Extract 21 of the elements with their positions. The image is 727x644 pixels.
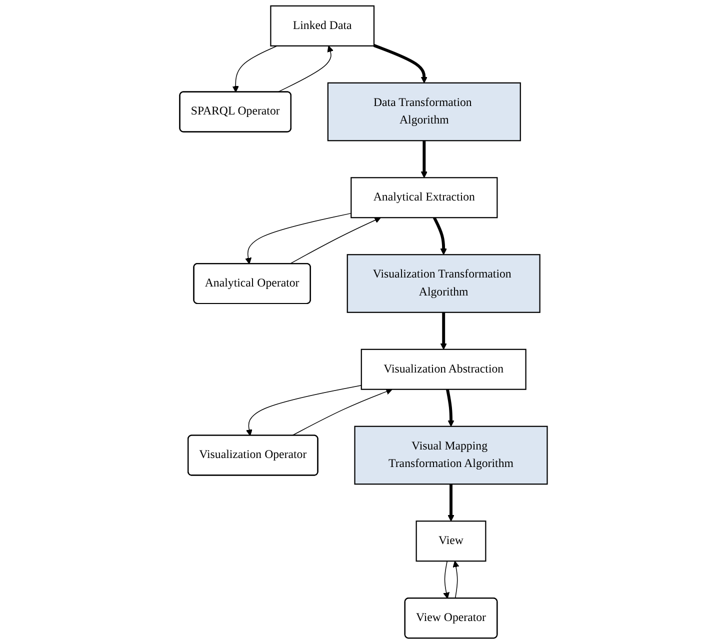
arrow — [232, 46, 278, 92]
arrow — [245, 212, 352, 264]
arrow — [432, 216, 447, 255]
node-box: Data Transformation Algorithm — [327, 82, 521, 142]
node-box: View — [416, 520, 486, 562]
arrow — [448, 484, 454, 522]
node-box: Visual Mapping Transformation Algorithm — [354, 426, 548, 485]
node-box: Analytical Extraction — [350, 177, 498, 218]
arrow — [246, 384, 362, 436]
arrow — [277, 46, 334, 93]
arrow — [452, 560, 460, 599]
arrow — [420, 140, 428, 178]
node-box: Visualization Transformation Algorithm — [346, 254, 540, 313]
arrow — [446, 389, 454, 427]
arrow — [443, 560, 450, 599]
arrow — [373, 44, 428, 84]
arrow — [289, 217, 381, 264]
arrow — [292, 388, 392, 436]
node-box: Visualization Abstraction — [360, 348, 526, 390]
arrow — [440, 312, 447, 350]
node-box: Linked Data — [270, 5, 375, 46]
